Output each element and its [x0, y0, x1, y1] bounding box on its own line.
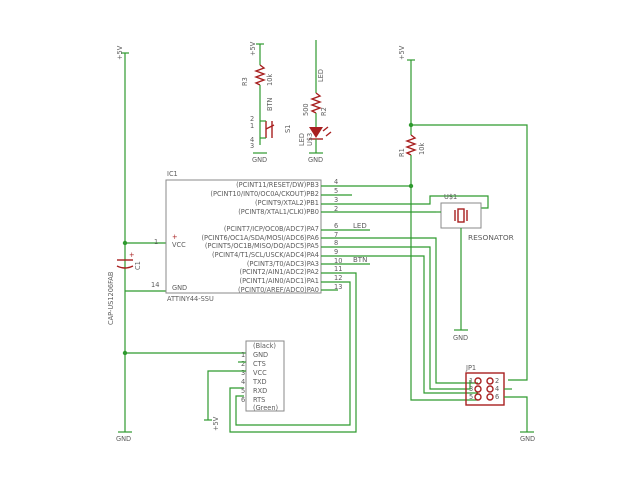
ic1-pin-num-13: 13 — [334, 283, 342, 291]
net-label-btn: BTN — [353, 256, 367, 264]
ftdi-pin-vcc: VCC — [253, 369, 267, 377]
ic1-pin-pa6: (PCINT6/OC1A/SDA/MOSI/ADC6)PA6 — [201, 234, 319, 242]
s1-pin-2: 2 — [250, 115, 254, 123]
ic1-pin-pa2: (PCINT2/AIN1/ADC2)PA2 — [240, 268, 320, 276]
ic1-pin-pb2: (PCINT10/INT0/OC0A/CKOUT)PB2 — [210, 190, 319, 198]
ic1-pin-num-11: 11 — [334, 265, 342, 273]
c1-designator: C1 — [134, 261, 142, 270]
ic1-pin-num-4: 4 — [334, 178, 338, 186]
ic1-attiny44: IC1 ATTINY44-SSU + VCC 1 GND 14 (PCINT11… — [151, 170, 342, 303]
ic1-pin-vcc: VCC — [172, 241, 186, 249]
r2-value: 500 — [302, 103, 310, 116]
gnd-label-jp1: GND — [520, 435, 535, 443]
gnd-label-led: GND — [308, 156, 323, 164]
jp1-pin-4: 4 — [495, 385, 499, 393]
ftdi-pin-rts: RTS — [253, 396, 265, 404]
ic1-pin-num-12: 12 — [334, 274, 342, 282]
c1-polarity: + — [129, 251, 135, 259]
s1-value: BTN — [266, 97, 274, 111]
r3-designator: R3 — [241, 77, 249, 86]
s1-pin-3: 3 — [250, 142, 254, 150]
ftdi-header: (Black) GND CTS VCC TXD RXD RTS (Green) … — [125, 340, 285, 431]
ftdi-num-1: 1 — [241, 351, 245, 359]
ic1-pin-num-3: 3 — [334, 196, 338, 204]
ic1-value: ATTINY44-SSU — [167, 295, 214, 303]
jp1-pin-6: 6 — [495, 393, 499, 401]
jp1-pin-1: 1 — [469, 377, 473, 385]
gnd-label-u1: GND — [453, 334, 468, 342]
led-circuit: LED 500 R2 LED U$3 GND — [298, 40, 332, 164]
capacitor-c1: + C1 CAP-US1206FAB — [107, 242, 166, 325]
ic1-right-pins: (PCINT11/RESET/DW)PB3 (PCINT10/INT0/OC0A… — [201, 178, 342, 294]
ic1-pin-num-6: 6 — [334, 222, 338, 230]
ic1-pin-num-10: 10 — [334, 257, 342, 265]
ic1-pin-gnd: GND — [172, 284, 187, 292]
ftdi-num-5: 5 — [241, 387, 245, 395]
ic1-designator: IC1 — [167, 170, 178, 178]
ic1-pin-num-2: 2 — [334, 205, 338, 213]
vcc-label-r3: +5V — [249, 41, 257, 56]
r3-value: 10k — [266, 74, 274, 86]
ic1-pin-num-9: 9 — [334, 248, 338, 256]
u1-designator: U$1 — [444, 193, 457, 201]
ftdi-pin-txd: TXD — [252, 378, 267, 386]
ic1-pin-gnd-num: 14 — [151, 281, 159, 289]
ftdi-pin-cts: CTS — [253, 360, 266, 368]
ftdi-num-6: 6 — [241, 396, 245, 404]
c1-value: CAP-US1206FAB — [107, 271, 115, 325]
ic1-nets: LED BTN — [229, 183, 489, 433]
ftdi-num-3: 3 — [241, 369, 245, 377]
jp1-pin-2: 2 — [495, 377, 499, 385]
ic1-pin-num-8: 8 — [334, 239, 338, 247]
s1-pin-4: 4 — [250, 136, 254, 144]
vcc-label-left: +5V — [116, 45, 124, 60]
s1-designator: S1 — [284, 125, 292, 133]
r2-designator: R2 — [320, 107, 328, 116]
ic1-pin-pb1: (PCINT9/XTAL2)PB1 — [255, 199, 319, 207]
jp1-pin-5: 5 — [469, 393, 473, 401]
ic1-pin-pa5: (PCINT5/OC1B/MISO/DO/ADC5)PA5 — [205, 242, 319, 250]
led-designator: LED — [298, 133, 306, 146]
ftdi-black: (Black) — [253, 342, 276, 350]
vcc-label-r1: +5V — [398, 45, 406, 60]
gnd-label-s1: GND — [252, 156, 267, 164]
jp1-isp-header: JP1 1 3 5 2 4 6 GND — [465, 364, 535, 443]
ftdi-pin-gnd: GND — [253, 351, 268, 359]
led-net-top: LED — [317, 69, 325, 82]
button-circuit: +5V R3 10k BTN 2 1 4 3 S1 GND — [241, 41, 292, 164]
ic1-pin-pa4: (PCINT4/T1/SCL/USCK/ADC4)PA4 — [212, 251, 319, 259]
ic1-pin-pa3: (PCINT3/T0/ADC3)PA3 — [247, 260, 319, 268]
r1-circuit: +5V R1 10k — [398, 45, 528, 401]
ic1-pin-pa0: (PCINT0/AREF/ADC0)PA0 — [238, 286, 319, 294]
ic1-pin-pb0: (PCINT8/XTAL1/CLKI)PB0 — [238, 208, 319, 216]
ic1-pin-num-7: 7 — [334, 231, 338, 239]
jp1-designator: JP1 — [465, 364, 476, 372]
ic1-pin-pa7: (PCINT7/ICP/OC0B/ADC7)PA7 — [224, 225, 319, 233]
u1-value: RESONATOR — [468, 233, 514, 242]
ic1-pin-pb3: (PCINT11/RESET/DW)PB3 — [236, 181, 319, 189]
ic1-pin-vcc-num: 1 — [154, 238, 158, 246]
vcc-label-ftdi: +5V — [212, 416, 220, 431]
net-label-led: LED — [353, 222, 367, 230]
r1-designator: R1 — [398, 148, 406, 157]
ftdi-green: (Green) — [253, 404, 278, 412]
r1-value: 10k — [418, 143, 426, 155]
left-power-rail: +5V GND — [116, 45, 132, 443]
ic1-vcc-mark: + — [172, 233, 178, 241]
ic1-pin-num-5: 5 — [334, 187, 338, 195]
ftdi-num-2: 2 — [241, 360, 245, 368]
gnd-label-left: GND — [116, 435, 131, 443]
ic1-pin-pa1: (PCINT1/AIN0/ADC1)PA1 — [240, 277, 320, 285]
led-ref: U$3 — [306, 133, 314, 146]
ftdi-num-4: 4 — [241, 378, 245, 386]
ftdi-pin-rxd: RXD — [253, 387, 267, 395]
jp1-pin-3: 3 — [469, 385, 473, 393]
s1-pin-1: 1 — [250, 122, 254, 130]
resonator-u1: U$1 GND RESONATOR — [436, 193, 514, 342]
